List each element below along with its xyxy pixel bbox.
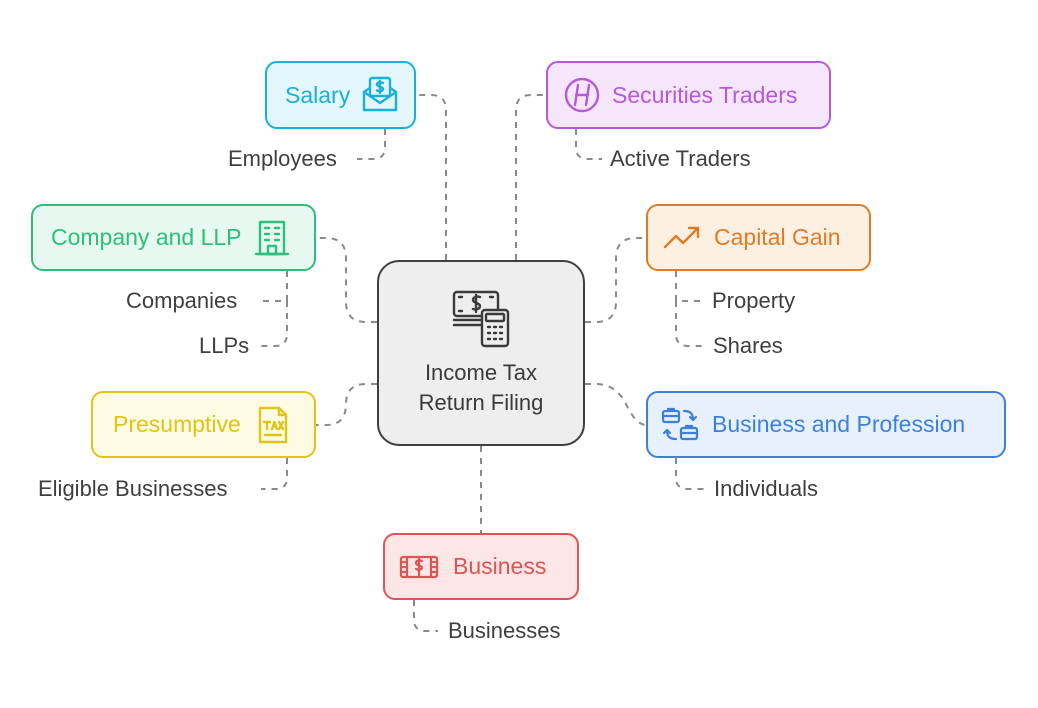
node-label-company-llp: Company and LLP [51,224,242,250]
money-calculator-icon [448,288,514,352]
connector-employees [357,129,386,160]
node-capital-gain[interactable]: Capital Gain [646,204,871,271]
center-title: Income Tax Return Filing [418,360,544,415]
connector-property [675,271,702,302]
cash-stack-icon [399,547,439,587]
connector-company-llp [316,237,377,323]
hashtag-coin-icon [562,75,602,115]
node-label-business: Business [453,553,547,579]
connector-businesses [413,600,438,632]
node-label-capital-gain: Capital Gain [714,224,841,250]
office-building-icon [252,218,292,258]
leaf-shares: Shares [713,333,783,358]
leaf-individuals: Individuals [714,476,818,501]
connector-shares [675,301,702,347]
node-presumptive[interactable]: Presumptive [91,391,316,458]
trending-up-icon [662,218,702,258]
briefcase-exchange-icon [660,405,700,445]
leaf-businesses: Businesses [448,618,561,643]
leaf-active-traders: Active Traders [610,146,751,171]
connector-business-profession [585,383,647,426]
connector-securities-traders [515,94,546,260]
connector-presumptive [316,383,377,426]
node-label-business-profession: Business and Profession [712,411,966,437]
leaf-companies: Companies [126,288,238,313]
node-label-securities-traders: Securities Traders [612,81,798,108]
node-business[interactable]: Business [383,533,579,600]
connector-capital-gain [585,237,646,323]
leaf-eligible-businesses: Eligible Businesses [38,476,228,501]
connector-companies [261,271,288,302]
connector-eligible-businesses [261,458,288,490]
node-salary[interactable]: Salary [265,61,416,129]
connector-active-traders [575,129,602,160]
leaf-property: Property [712,288,796,313]
connector-llps [261,301,288,347]
center-node: Income Tax Return Filing [377,260,585,446]
leaf-llps: LLPs [199,333,250,358]
node-label-salary: Salary [285,81,351,108]
leaf-employees: Employees [228,146,337,171]
node-securities-traders[interactable]: Securities Traders [546,61,831,129]
node-label-presumptive: Presumptive [113,411,241,437]
connector-salary [416,94,447,260]
salary-envelope-icon [360,75,400,115]
connector-individuals [675,458,704,490]
tax-document-icon [253,405,293,445]
node-business-profession[interactable]: Business and Profession [646,391,1006,458]
node-company-llp[interactable]: Company and LLP [31,204,316,271]
